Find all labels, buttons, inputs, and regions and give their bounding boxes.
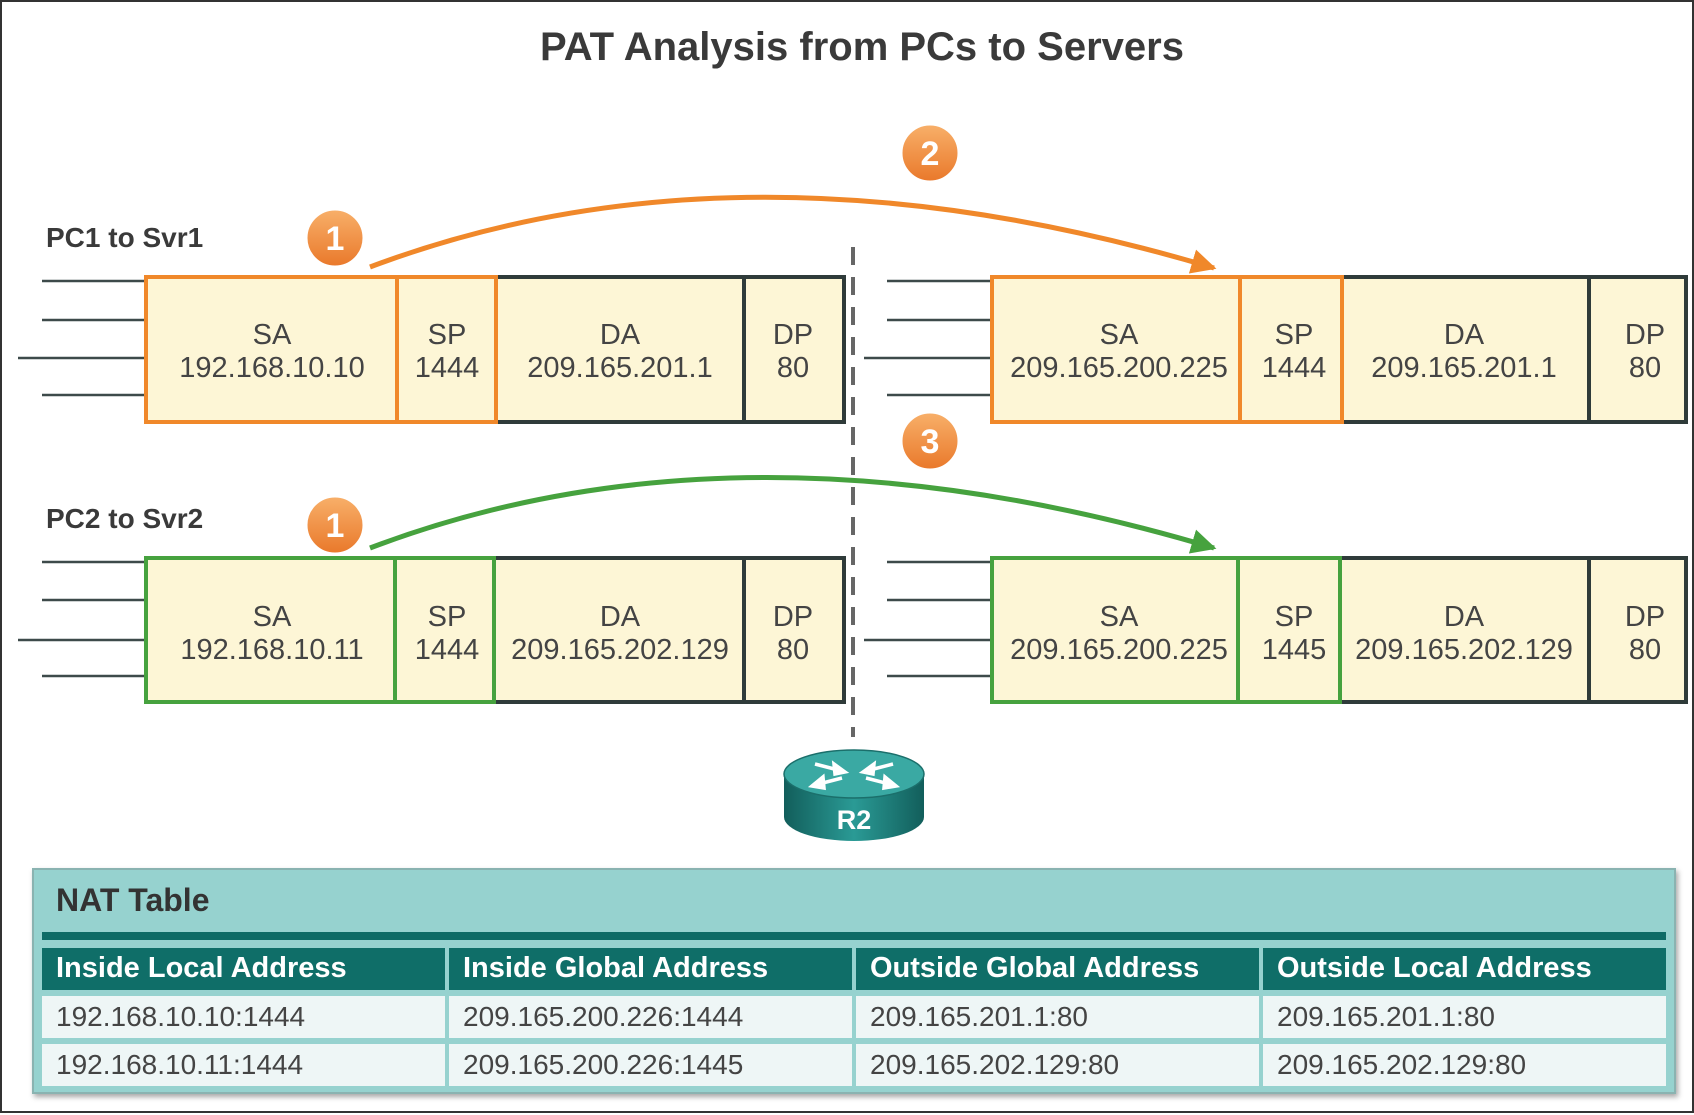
field-value-da: 209.165.201.1: [527, 352, 712, 384]
column-header: Inside Local Address: [42, 948, 445, 990]
table-cell: 209.165.200.226:1444: [449, 996, 852, 1038]
field-value-dp: 80: [777, 634, 809, 666]
field-value-dp: 80: [777, 352, 809, 384]
field-name-sa: SA: [253, 601, 292, 633]
field-value-sp: 1444: [1262, 352, 1327, 384]
step-badge-3: 3: [899, 410, 961, 472]
packet-outside-svr1: SA 209.165.200.225 SP 1444 DA 209.165.20…: [990, 275, 1688, 424]
packet-outside-svr2: SA 209.165.200.225 SP 1445 DA 209.165.20…: [990, 556, 1688, 704]
table-cell: 209.165.201.1:80: [856, 996, 1259, 1038]
table-cell: 209.165.202.129:80: [1263, 1044, 1666, 1086]
field-name-sp: SP: [1275, 319, 1314, 351]
translation-arrow-orange: [369, 194, 1217, 274]
packet-lines-outside-2: [864, 560, 992, 678]
nat-table-title: NAT Table: [56, 882, 210, 918]
nat-table: NAT Table Inside Local Address Inside Gl…: [32, 868, 1676, 1094]
field-name-sa: SA: [1100, 601, 1139, 633]
column-header: Outside Local Address: [1263, 948, 1666, 990]
nat-table-grid: Inside Local Address Inside Global Addre…: [42, 948, 1666, 1086]
table-cell: 192.168.10.10:1444: [42, 996, 445, 1038]
field-name-sa: SA: [253, 319, 292, 351]
nat-table-divider: [42, 932, 1666, 940]
field-value-sa: 192.168.10.10: [179, 352, 364, 384]
field-value-sa: 209.165.200.225: [1010, 352, 1228, 384]
packet-lines-inside-2: [18, 560, 146, 678]
diagram-title: PAT Analysis from PCs to Servers: [540, 25, 1184, 69]
field-value-sp: 1445: [1262, 634, 1327, 666]
table-cell: 209.165.201.1:80: [1263, 996, 1666, 1038]
svg-text:2: 2: [921, 135, 940, 173]
column-header: Outside Global Address: [856, 948, 1259, 990]
field-name-dp: DP: [773, 319, 813, 351]
step-badge-1: 1: [304, 494, 366, 556]
field-name-sp: SP: [428, 319, 467, 351]
packet-lines-inside-1: [18, 279, 146, 397]
field-value-dp: 80: [1629, 352, 1661, 384]
packet-inside-pc2: SA 192.168.10.11 SP 1444 DA 209.165.202.…: [144, 556, 846, 704]
field-name-sp: SP: [1275, 601, 1314, 633]
field-value-sa: 192.168.10.11: [180, 634, 363, 666]
step-badge-2: 2: [899, 122, 961, 184]
field-value-da: 209.165.202.129: [511, 634, 729, 666]
row-label-pc2-svr2: PC2 to Svr2: [46, 503, 203, 534]
field-value-da: 209.165.202.129: [1355, 634, 1573, 666]
packet-inside-pc1: SA 192.168.10.10 SP 1444 DA 209.165.201.…: [144, 275, 846, 424]
field-name-da: DA: [600, 601, 641, 633]
field-name-dp: DP: [773, 601, 813, 633]
table-cell: 192.168.10.11:1444: [42, 1044, 445, 1086]
table-cell: 209.165.200.226:1445: [449, 1044, 852, 1086]
column-header: Inside Global Address: [449, 948, 852, 990]
field-value-da: 209.165.201.1: [1371, 352, 1556, 384]
row-label-pc1-svr1: PC1 to Svr1: [46, 222, 203, 253]
translation-arrow-green: [369, 475, 1217, 554]
field-name-sp: SP: [428, 601, 467, 633]
field-name-sa: SA: [1100, 319, 1139, 351]
step-badge-1: 1: [304, 207, 366, 269]
field-value-dp: 80: [1629, 634, 1661, 666]
svg-text:1: 1: [326, 507, 345, 545]
packet-lines-outside-1: [864, 279, 992, 397]
field-value-sp: 1444: [415, 634, 480, 666]
router-icon: R2: [783, 749, 925, 841]
field-value-sp: 1444: [415, 352, 480, 384]
field-name-dp: DP: [1625, 601, 1665, 633]
field-name-da: DA: [600, 319, 641, 351]
field-value-sa: 209.165.200.225: [1010, 634, 1228, 666]
svg-text:1: 1: [326, 220, 345, 258]
field-name-da: DA: [1444, 601, 1485, 633]
field-name-dp: DP: [1625, 319, 1665, 351]
table-cell: 209.165.202.129:80: [856, 1044, 1259, 1086]
router-label: R2: [837, 805, 872, 835]
svg-text:3: 3: [921, 423, 940, 461]
field-name-da: DA: [1444, 319, 1485, 351]
